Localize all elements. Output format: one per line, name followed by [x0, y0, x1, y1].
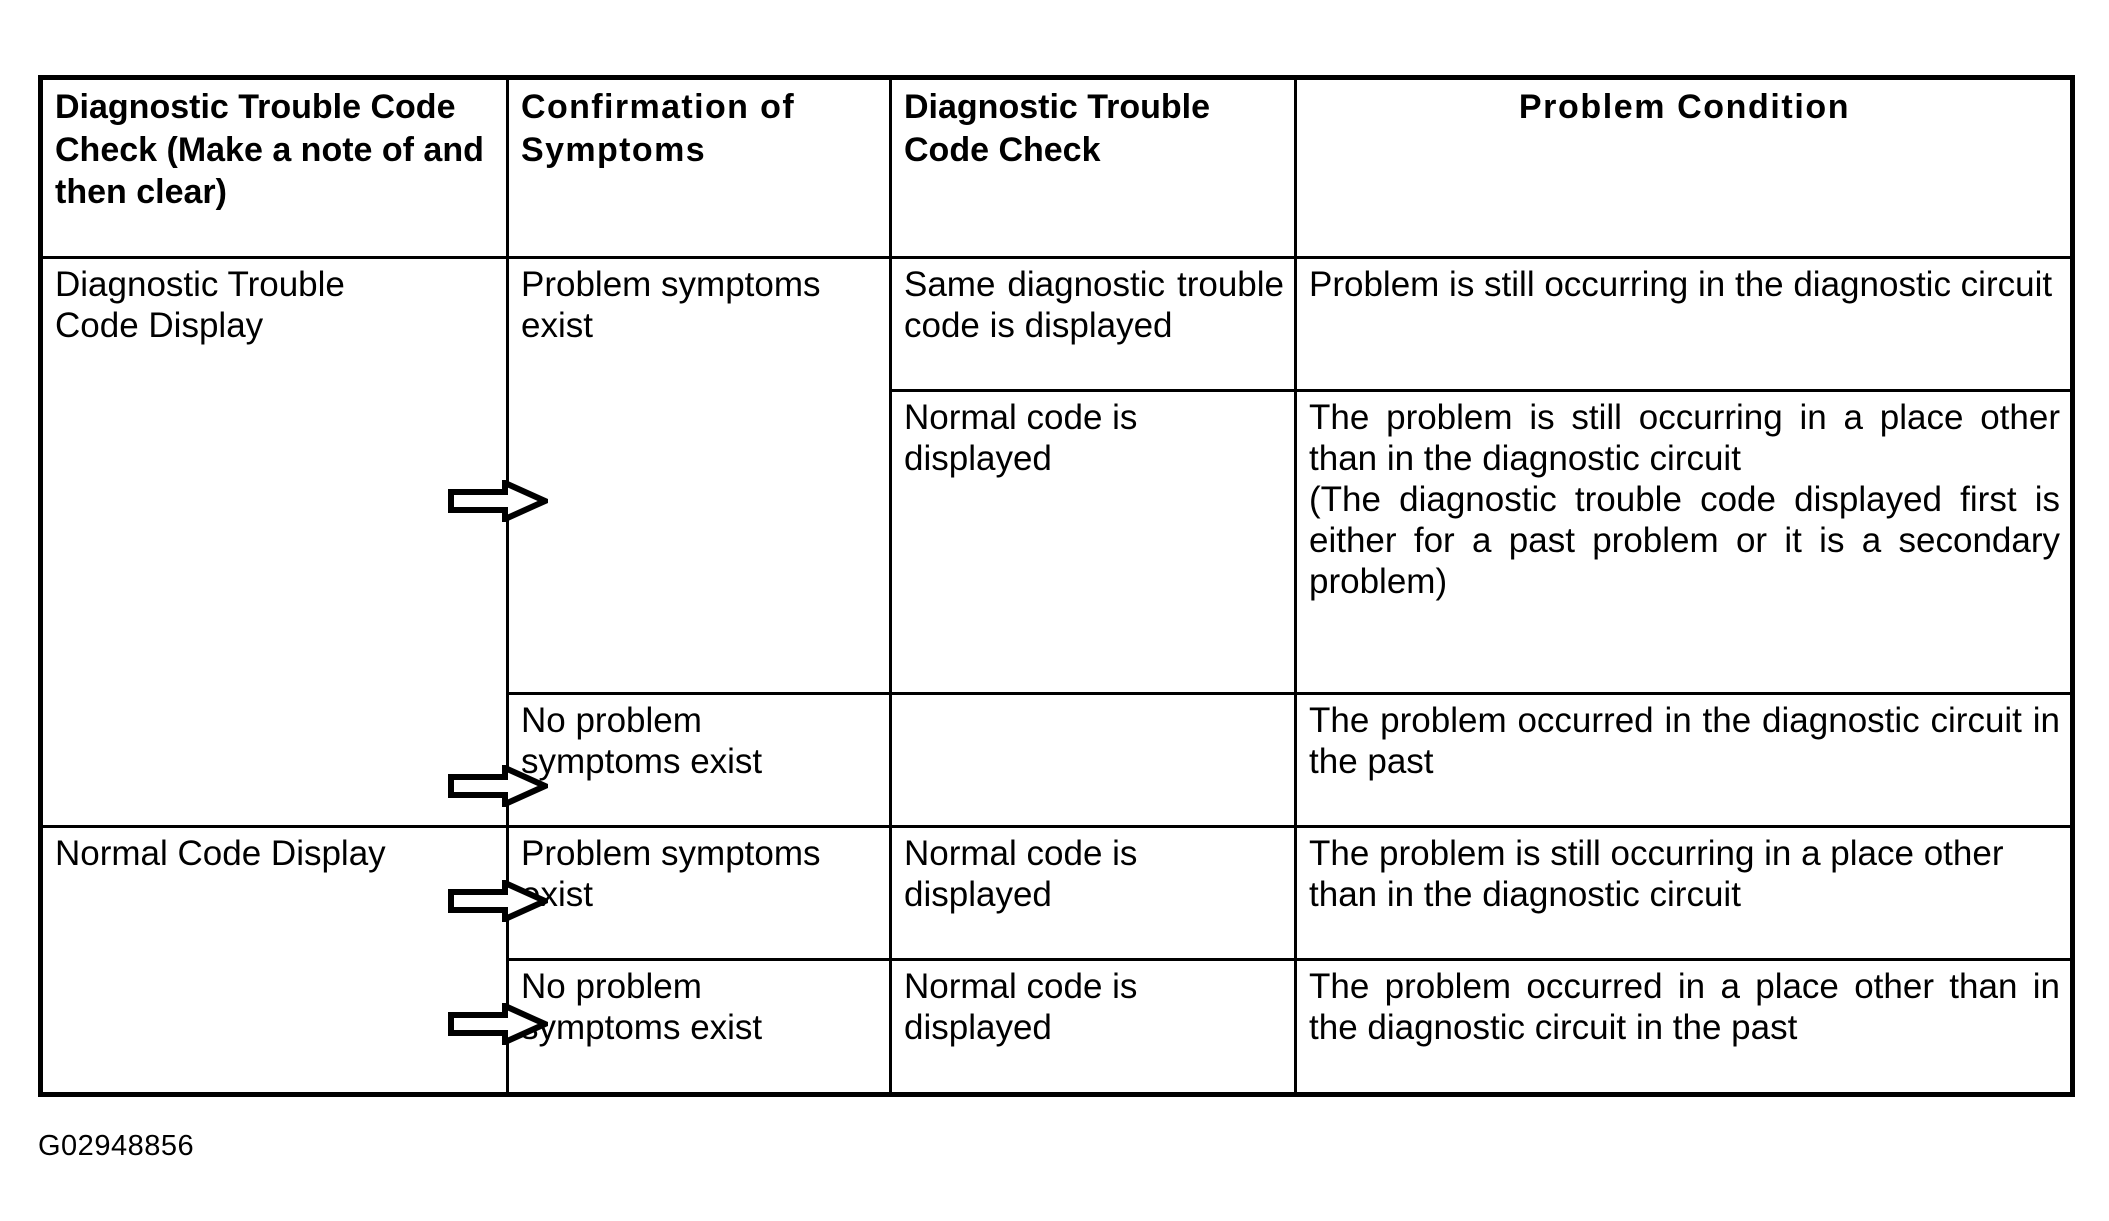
cell-text: Problem is still occurring in the diagno…	[1309, 265, 2053, 304]
cell-problem-occurred-past-diagnostic-circuit: The problem occurred in the diagnostic c…	[1294, 691, 2074, 828]
cell-text: The problem is still occurring in a plac…	[1309, 398, 2060, 602]
cell-text: Problem symptoms exist	[521, 833, 821, 914]
column-header-confirmation-of-symptoms: Confirmation of Symptoms	[506, 76, 892, 259]
header-row: Diagnostic Trouble Code Check (Make a no…	[39, 76, 2074, 259]
table-header: Diagnostic Trouble Code Check (Make a no…	[39, 76, 2074, 259]
cell-text: No problem symptoms exist	[521, 967, 763, 1048]
cell-no-problem-symptoms-exist-1: No problem symptoms exist	[506, 691, 892, 828]
cell-problem-still-occurring-diagnostic-circuit: Problem is still occurring in the diagno…	[1294, 255, 2074, 393]
cell-no-problem-symptoms-exist-2: No problem symptoms exist	[506, 958, 892, 1096]
cell-text: Diagnostic Trouble Code Display	[55, 265, 345, 345]
figure-caption: G02948856	[38, 1130, 195, 1162]
table-body: Diagnostic Trouble Code Display Problem …	[39, 255, 2074, 1097]
cell-text: The problem occurred in the diagnostic c…	[1309, 700, 2060, 781]
cell-normal-code-display: Normal Code Display	[39, 824, 509, 1097]
table-row: Normal code is displayed The problem is …	[41, 389, 2074, 695]
diagnostic-trouble-code-table: Diagnostic Trouble Code Check (Make a no…	[38, 75, 2075, 1097]
cell-text: Normal code is displayed	[904, 833, 1138, 914]
cell-text: No problem symptoms exist	[521, 700, 763, 781]
cell-text: Normal Code Display	[55, 833, 386, 873]
cell-text: The problem is still occurring in a plac…	[1309, 833, 2004, 914]
cell-text: Problem symptoms exist	[521, 265, 821, 345]
cell-problem-other-place-detail: The problem is still occurring in a plac…	[1294, 389, 2074, 695]
cell-normal-code-displayed-1: Normal code is displayed	[889, 389, 1297, 695]
column-header-dtc-check-make-note: Diagnostic Trouble Code Check (Make a no…	[39, 76, 509, 259]
cell-normal-code-displayed-2: Normal code is displayed	[889, 824, 1297, 962]
cell-problem-occurred-past-other-place: The problem occurred in a place other th…	[1294, 958, 2074, 1096]
cell-dtc-display: Diagnostic Trouble Code Display	[39, 256, 509, 828]
cell-text: Same diagnostic trouble code is displaye…	[904, 265, 1284, 345]
table-row: No problem symptoms exist Normal code is…	[41, 958, 2074, 1096]
table-row: Normal Code Display Problem symptoms exi…	[39, 824, 2074, 1097]
cell-text: The problem occurred in a place other th…	[1309, 967, 2060, 1048]
cell-problem-symptoms-exist-2: Problem symptoms exist	[506, 824, 892, 962]
cell-problem-symptoms-exist-1: Problem symptoms exist	[506, 256, 892, 695]
table-row: No problem symptoms exist The problem oc…	[41, 691, 2074, 828]
column-header-dtc-check: Diagnostic Trouble Code Check	[889, 76, 1297, 259]
cell-same-dtc-displayed: Same diagnostic trouble code is displaye…	[889, 255, 1297, 393]
column-header-problem-condition: Problem Condition	[1294, 76, 2074, 259]
cell-text: Normal code is displayed	[904, 398, 1138, 479]
table-row: Diagnostic Trouble Code Display Problem …	[39, 255, 2074, 828]
cell-problem-still-occurring-other-place: The problem is still occurring in a plac…	[1294, 824, 2074, 962]
cell-empty-dtc-check	[889, 691, 1297, 828]
cell-text: Normal code is displayed	[904, 967, 1138, 1048]
cell-normal-code-displayed-3: Normal code is displayed	[889, 958, 1297, 1096]
